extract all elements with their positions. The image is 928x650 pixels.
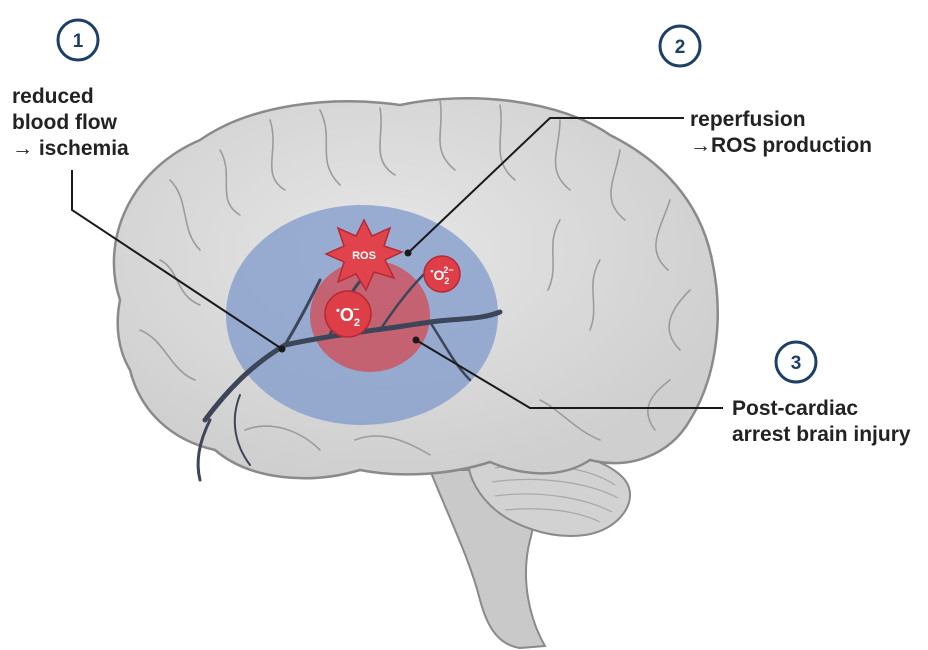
step-3-line-1: Post-cardiac bbox=[732, 396, 911, 422]
step-1-number: 1 bbox=[73, 31, 84, 52]
step-2-line-2: →ROS production bbox=[690, 133, 872, 159]
step-1-line-2: blood flow bbox=[12, 110, 129, 136]
connector-dot-3 bbox=[413, 337, 420, 344]
step-3-line-2: arrest brain injury bbox=[732, 422, 911, 448]
step-2-label: reperfusion →ROS production bbox=[690, 107, 872, 159]
step-2-line-1: reperfusion bbox=[690, 107, 872, 133]
step-1-line-3: → ischemia bbox=[12, 136, 129, 162]
step-1-line-1: reduced bbox=[12, 84, 129, 110]
step-3-number: 3 bbox=[791, 353, 802, 374]
step-1-label: reduced blood flow → ischemia bbox=[12, 84, 129, 162]
connector-dot-2 bbox=[405, 250, 412, 257]
connector-dot-1 bbox=[279, 346, 286, 353]
step-2-number: 2 bbox=[675, 37, 686, 58]
ros-label: ROS bbox=[352, 250, 376, 262]
step-3-label: Post-cardiac arrest brain injury bbox=[732, 396, 911, 448]
